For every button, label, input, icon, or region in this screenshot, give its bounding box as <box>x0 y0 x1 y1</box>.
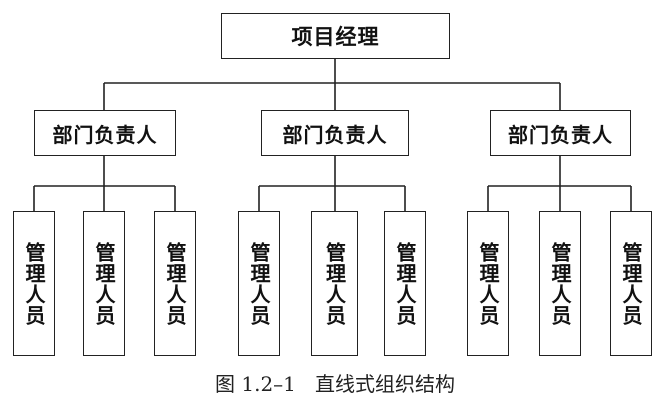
staff-label: 管理人员 <box>322 241 347 326</box>
department-label: 部门负责人 <box>282 122 388 147</box>
root-label: 项目经理 <box>291 25 380 49</box>
staff-label: 管理人员 <box>22 241 46 326</box>
root-node: 项目经理 <box>221 13 450 59</box>
department-node-2: 部门负责人 <box>261 110 409 156</box>
staff-label: 管理人员 <box>247 241 271 326</box>
staff-node: 管理人员 <box>238 211 280 356</box>
staff-node: 管理人员 <box>467 211 509 356</box>
staff-node: 管理人员 <box>384 211 426 356</box>
staff-node: 管理人员 <box>83 211 125 356</box>
staff-label: 管理人员 <box>476 241 500 326</box>
department-label: 部门负责人 <box>52 122 158 147</box>
staff-label: 管理人员 <box>619 241 643 326</box>
staff-node: 管理人员 <box>610 211 652 356</box>
figure-title: 直线式组织结构 <box>314 372 455 396</box>
department-label: 部门负责人 <box>508 122 613 147</box>
department-node-1: 部门负责人 <box>34 110 176 156</box>
staff-node: 管理人员 <box>154 211 196 356</box>
staff-node: 管理人员 <box>539 211 581 356</box>
staff-node: 管理人员 <box>13 211 55 356</box>
staff-label: 管理人员 <box>163 241 187 326</box>
staff-label: 管理人员 <box>92 241 116 326</box>
department-node-3: 部门负责人 <box>490 110 631 156</box>
staff-label: 管理人员 <box>393 241 417 326</box>
staff-label: 管理人员 <box>548 241 572 326</box>
figure-caption: 图 1.2–1 直线式组织结构 <box>0 368 670 397</box>
staff-node: 管理人员 <box>311 211 358 356</box>
figure-number: 图 1.2–1 <box>215 372 296 396</box>
